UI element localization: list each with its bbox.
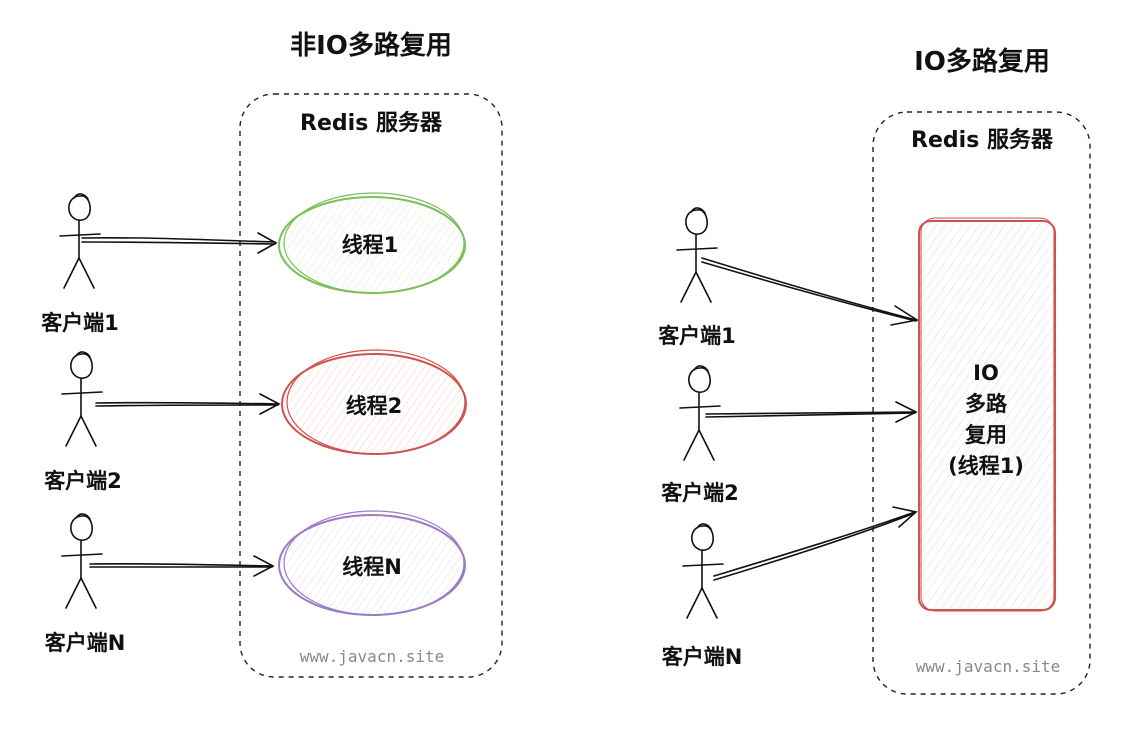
right-client-n-label: 客户端N [662,645,743,669]
left-client-1: 客户端1 [41,193,119,335]
left-thread-n: 线程N [278,510,466,616]
left-thread-1: 线程1 [278,192,466,294]
right-arrow-1 [701,257,920,326]
left-thread-2: 线程2 [281,349,467,455]
left-client-n: 客户端N [45,513,126,655]
left-panel: 非IO多路复用 Redis 服务器 线程1 线程2 线程N 客户端1 客户端2 [41,30,503,678]
right-multiplexer-line-1: IO [973,361,999,385]
right-client-n-stickman-icon [682,523,724,619]
right-server-box [872,111,1091,695]
right-multiplexer-line-3: 复用 [964,423,1007,447]
left-arrow-1 [81,232,278,254]
right-watermark: www.javacn.site [916,657,1061,676]
right-multiplexer-line-4: (线程1) [948,454,1024,478]
left-server-label: Redis 服务器 [300,111,443,136]
left-arrow-n [89,555,275,577]
left-client-2: 客户端2 [44,351,122,493]
right-title: IO多路复用 [914,46,1050,77]
left-client-1-label: 客户端1 [41,311,119,335]
left-title: 非IO多路复用 [290,30,452,61]
left-client-2-stickman-icon [61,351,103,447]
left-watermark: www.javacn.site [300,647,445,666]
left-thread-n-label: 线程N [342,555,402,579]
right-client-1: 客户端1 [658,207,736,348]
left-client-1-stickman-icon [59,193,101,289]
left-thread-2-label: 线程2 [346,394,403,418]
right-client-1-label: 客户端1 [658,324,736,348]
right-arrow-n [713,506,918,581]
right-client-1-stickman-icon [676,207,718,303]
right-multiplexer-line-2: 多路 [965,392,1008,416]
left-server-box [239,93,503,678]
right-server-label: Redis 服务器 [911,128,1054,153]
right-multiplexer: IO 多路 复用 (线程1) [918,217,1056,612]
right-client-2: 客户端2 [661,365,739,505]
right-client-2-label: 客户端2 [661,481,739,505]
right-client-n: 客户端N [662,523,743,669]
left-thread-1-label: 线程1 [342,233,399,257]
left-client-n-stickman-icon [61,513,103,609]
left-arrow-2 [95,393,281,415]
left-client-2-label: 客户端2 [44,469,122,493]
right-client-2-stickman-icon [679,365,721,461]
right-arrow-2 [705,401,918,423]
right-panel: IO多路复用 Redis 服务器 IO 多路 复用 (线程1) 客户端1 客户端… [658,46,1091,695]
left-client-n-label: 客户端N [45,631,126,655]
